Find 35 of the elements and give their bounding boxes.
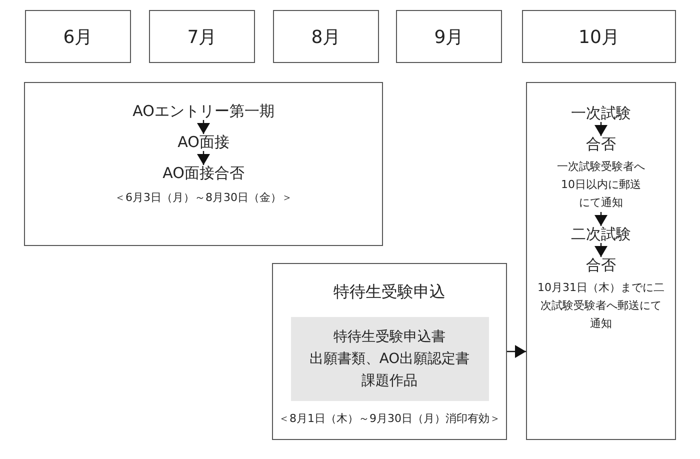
- arrow: [507, 345, 526, 358]
- step-label: AO面接合否: [162, 165, 244, 182]
- month-header-box: [396, 10, 502, 63]
- month-header-box: [522, 10, 676, 63]
- schedule-panel: [526, 82, 676, 440]
- date-note: ＜8月1日（木）～9月30日（月）消印有効＞: [278, 411, 500, 426]
- document-item: 課題作品: [362, 372, 418, 391]
- month-label: 9月: [434, 26, 464, 48]
- arrow: [594, 243, 608, 257]
- date-note: ＜6月3日（月）～8月30日（金）＞: [114, 190, 292, 205]
- step-note: 10月31日（木）までに二次試験受験者へ郵送にて通知: [537, 280, 665, 332]
- arrow: [197, 120, 210, 134]
- month-header-box: [25, 10, 131, 63]
- document-item: 特待生受験申込書: [334, 328, 446, 347]
- document-item: 出願書類、AO出願認定書: [309, 350, 470, 369]
- step-label: 二次試験: [571, 226, 631, 243]
- step-label: AOエントリー第一期: [132, 103, 274, 120]
- arrow: [594, 212, 608, 226]
- arrow: [197, 151, 210, 165]
- arrow: [594, 122, 608, 136]
- month-header-box: [273, 10, 379, 63]
- month-header-box: [149, 10, 255, 63]
- schedule-panel: [24, 82, 383, 246]
- schedule-panel: [272, 263, 507, 440]
- month-label: 6月: [63, 26, 93, 48]
- step-label: 一次試験: [571, 105, 631, 122]
- panel-heading: 特待生受験申込: [334, 282, 446, 303]
- step-label: 合否: [586, 136, 616, 153]
- step-note: 一次試験受験者へ10日以内に郵送にて通知: [556, 159, 646, 211]
- month-label: 8月: [311, 26, 341, 48]
- month-label: 7月: [187, 26, 217, 48]
- step-label: 合否: [586, 257, 616, 274]
- step-label: AO面接: [178, 134, 230, 151]
- document-list-box: [290, 317, 488, 401]
- month-label: 10月: [578, 26, 620, 48]
